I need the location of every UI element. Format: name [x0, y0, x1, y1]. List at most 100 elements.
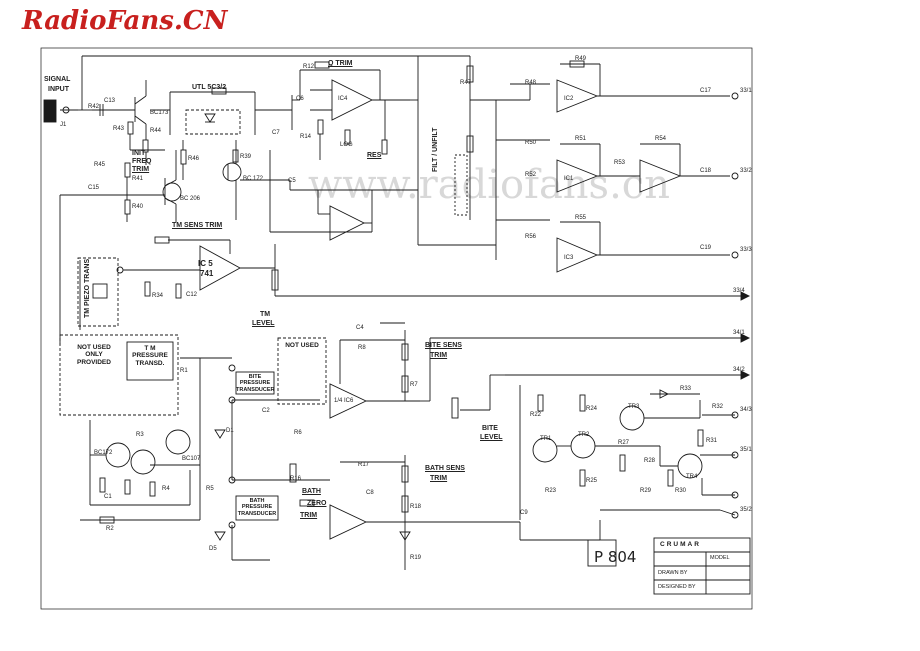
semi-bc173: BC173	[150, 110, 169, 116]
semi-d5: D5	[209, 546, 217, 552]
comp-c2: C2	[262, 408, 270, 414]
sheet-border	[40, 47, 753, 610]
init-label: INIT	[132, 150, 146, 157]
tm-pressure-box: T M PRESSURE TRANSD.	[132, 345, 168, 367]
utl-box-label: UTL 5C3/2	[192, 84, 227, 91]
output-34-1: 34/1	[733, 330, 745, 336]
bite-sens-label: BITE SENS	[425, 342, 462, 349]
bite-pressure-box: BITE PRESSURE TRANSDUCER	[236, 374, 275, 393]
comp-r28: R28	[644, 458, 656, 464]
comp-c9: C9	[520, 510, 528, 516]
output-33-2: 33/2	[740, 168, 752, 174]
comp-r33: R33	[680, 386, 692, 392]
freq-label: FREQ	[132, 158, 152, 165]
output-33-1: 33/1	[740, 88, 752, 94]
bath-zero-label-3: TRIM	[300, 512, 318, 519]
comp-c7: C7	[272, 130, 280, 136]
semi-tr3: TR3	[628, 404, 640, 410]
comp-r49: R49	[575, 56, 587, 62]
comp-r52: R52	[525, 172, 537, 178]
tm-level-label: LEVEL	[252, 320, 275, 327]
not-used-2-box: NOT USED	[285, 342, 319, 349]
comp-c19: C19	[700, 245, 712, 251]
output-34-2: 34/2	[733, 367, 745, 373]
bite-level-label: LEVEL	[480, 434, 503, 441]
res-label: RES	[367, 152, 382, 159]
designed-label: DESIGNED BY	[658, 584, 696, 590]
comp-r17: R17	[358, 462, 370, 468]
bath-zero-label-2: ZERO	[307, 500, 327, 507]
bath-zero-label-1: BATH	[302, 488, 321, 495]
semi-bc172-b: BC172	[94, 450, 113, 456]
comp-c8: C8	[366, 490, 374, 496]
semi-bc107: BC107	[182, 456, 201, 462]
comp-r53: R53	[614, 160, 626, 166]
comp-r56: R56	[525, 234, 537, 240]
tm-section	[77, 236, 279, 330]
lower-left-section	[59, 334, 279, 561]
comp-r16: R16	[290, 476, 302, 482]
comp-r25: R25	[586, 478, 598, 484]
comp-r2: R2	[106, 526, 114, 532]
comp-r39: R39	[240, 154, 252, 160]
comp-c18: C18	[700, 168, 712, 174]
comp-r19: R19	[410, 555, 422, 561]
comp-r5: R5	[206, 486, 214, 492]
comp-r35: R34	[152, 293, 164, 299]
comp-c4: C4	[356, 325, 364, 331]
comp-r29: R29	[640, 488, 652, 494]
semi-d1: D1	[226, 428, 234, 434]
drawn-label: DRAWN BY	[658, 570, 688, 576]
comp-c13: C13	[104, 98, 116, 104]
freq-trim-label: TRIM	[132, 166, 150, 173]
comp-r3: R3	[136, 432, 144, 438]
comp-r44: R44	[150, 128, 162, 134]
comp-r55: R55	[575, 215, 587, 221]
comp-r1: R1	[180, 368, 188, 374]
comp-r50: R50	[525, 140, 537, 146]
comp-r8: R8	[358, 345, 366, 351]
model-label: MODEL	[710, 555, 730, 561]
log-label: LOG	[340, 142, 353, 148]
semi-tr4: TR4	[686, 474, 698, 480]
comp-r43: R43	[113, 126, 125, 132]
tm-piezo-label: TM PIEZO TRANS	[84, 258, 91, 318]
comp-r51: R51	[575, 136, 587, 142]
ic5-section	[255, 56, 419, 245]
output-jacks	[275, 92, 751, 519]
jack-label: J1	[60, 122, 67, 128]
semi-bc206: BC 206	[180, 196, 201, 202]
bite-label: BITE	[482, 425, 498, 432]
tm-sens-trim-label: TM SENS TRIM	[172, 222, 223, 229]
bath-sens-label: BATH SENS	[425, 465, 465, 472]
tm-label: TM	[260, 311, 271, 318]
comp-r42: R42	[88, 104, 100, 110]
semi-tr1: TR1	[540, 436, 552, 442]
q-trim-label: Q TRIM	[328, 60, 353, 67]
comp-r22: R22	[530, 412, 542, 418]
comp-r45: R45	[94, 162, 106, 168]
comp-r30: R30	[675, 488, 687, 494]
comp-r18: R18	[410, 504, 422, 510]
filt-unfilt-label: FILT / UNFILT	[432, 127, 439, 172]
comp-r54: R54	[655, 136, 667, 142]
right-transistor-section	[519, 385, 736, 520]
comp-c15: C15	[88, 185, 100, 191]
title-block	[587, 537, 751, 595]
bath-pressure-box: BATH PRESSURE TRANSDUCER	[237, 498, 277, 517]
bite-trim-label: TRIM	[430, 352, 448, 359]
comp-r14: R14	[300, 134, 312, 140]
semi-bc172: BC 172	[243, 176, 264, 182]
brand-label: CRUMAR	[660, 541, 701, 548]
comp-c17: C17	[700, 88, 712, 94]
comp-r24: R24	[586, 406, 598, 412]
ic3-label: IC3	[564, 255, 574, 261]
comp-c1: C1	[104, 494, 112, 500]
comp-r31: R31	[706, 438, 718, 444]
comp-r12: R12	[303, 64, 315, 70]
comp-r27: R27	[618, 440, 630, 446]
not-used-box: NOT USED ONLY PROVIDED	[77, 344, 111, 366]
output-33-3: 33/3	[740, 247, 752, 253]
input-section	[43, 55, 470, 165]
